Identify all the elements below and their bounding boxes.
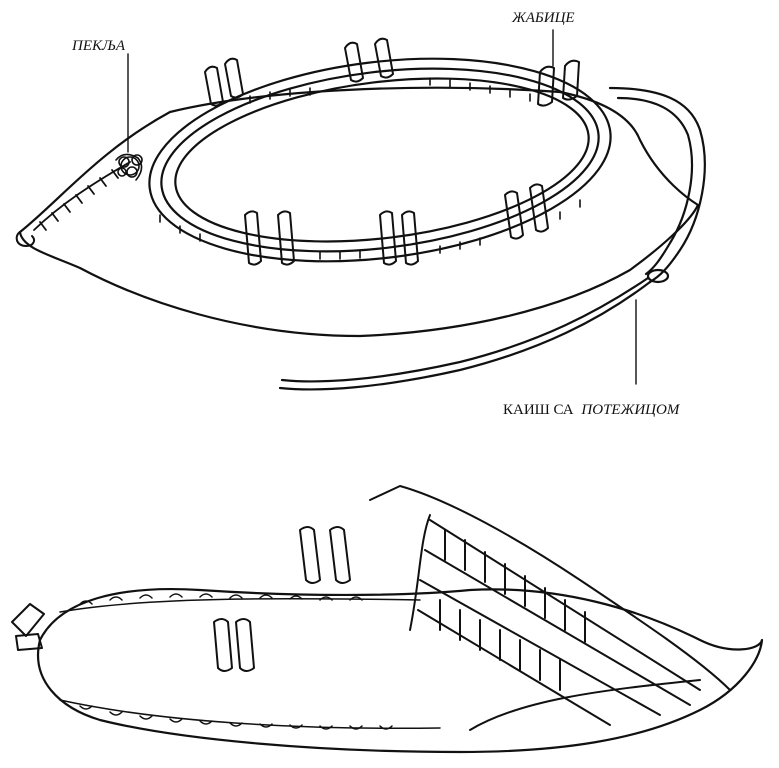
top-figure: ПЕКЉА ЖАБИЦЕ КАИШ СА ПОТЕЖИЦОМ	[17, 10, 705, 418]
label-kaish-italic: ПОТЕЖИЦОМ	[580, 402, 680, 418]
front-seam	[34, 162, 130, 230]
label-kaish-prefix: КАИШ СА	[503, 402, 574, 418]
rim-stitches	[160, 78, 580, 259]
heel-strap	[280, 88, 705, 389]
label-kaish: КАИШ СА ПОТЕЖИЦОМ	[503, 402, 681, 418]
finished-rim-beads	[60, 594, 440, 729]
bottom-figure	[12, 486, 762, 752]
toe-tip	[17, 232, 34, 246]
label-zhabice: ЖАБИЦЕ	[511, 10, 575, 26]
leader-lines	[128, 30, 636, 384]
zhabice-loops-lower	[245, 184, 548, 264]
woven-upper	[370, 486, 730, 730]
label-peklja: ПЕКЉА	[71, 38, 126, 54]
zhabice-loops	[205, 39, 579, 106]
